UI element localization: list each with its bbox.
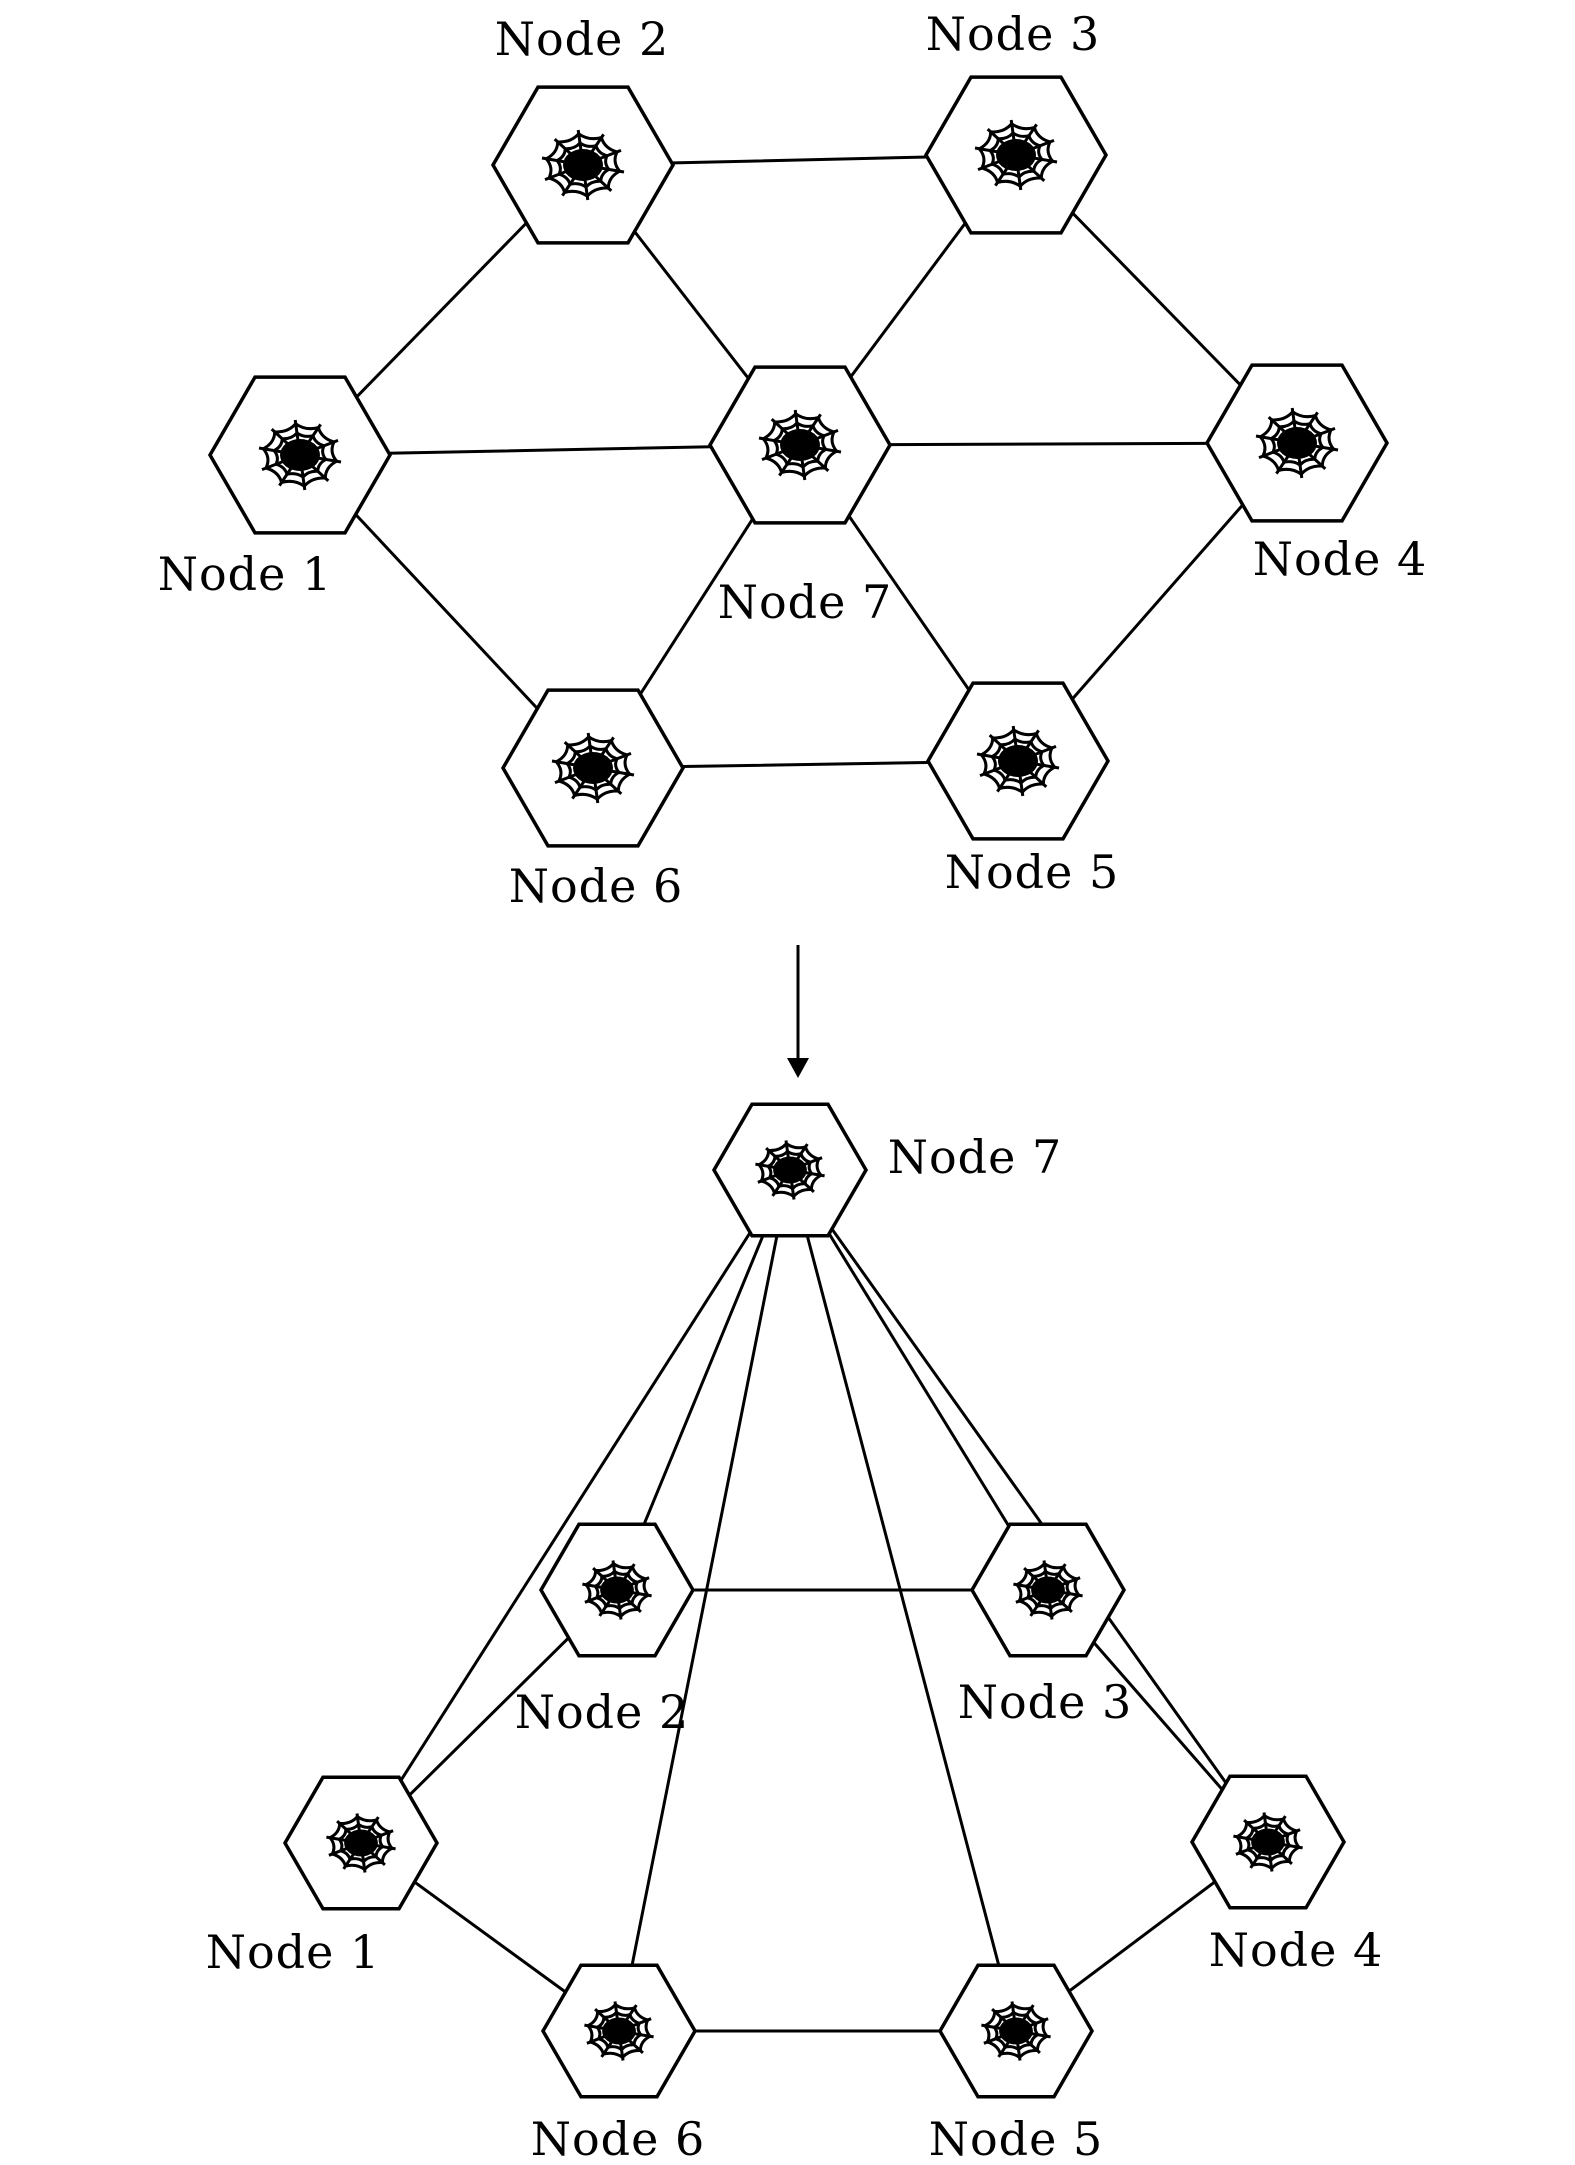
spider-web-icon [326,1813,396,1873]
bottom-node7: Node 7 [711,1102,1063,1238]
spider-web-icon [582,1560,652,1620]
bottom-node4: Node 4 [1189,1774,1384,1977]
spider-web-icon [584,2001,654,2061]
top-node4: Node 4 [1204,363,1428,586]
spider-web-icon [974,119,1058,191]
node-label: Node 6 [509,859,684,913]
top-node3: Node 3 [923,7,1109,235]
bottom-edge-node7-node6 [617,1168,792,2033]
spider-web-icon [755,1140,825,1200]
node-label: Node 6 [531,2112,706,2165]
top-node5: Node 5 [925,681,1120,899]
spider-web-icon [258,419,342,491]
spider-web-icon [1233,1812,1303,1872]
spider-web-icon [541,129,625,201]
node-label: Node 4 [1209,1923,1384,1977]
bottom-node1: Node 1 [206,1775,440,1979]
top-node7: Node 7 [707,365,893,629]
node-label: Node 7 [888,1130,1063,1184]
node-label: Node 3 [926,7,1101,61]
bottom-graph-edges [359,1168,1270,2033]
bottom-edge-node7-node4 [788,1168,1270,1844]
top-graph-nodes: Node 1 Node 2 Node 3 Node 4 Node 5 Node 6 Node… [158,7,1428,913]
spider-web-icon [1013,1560,1083,1620]
top-node6: Node 6 [500,688,686,913]
node-label: Node 4 [1253,532,1428,586]
bottom-node2: Node 2 [515,1522,696,1739]
bottom-edge-node7-node3 [788,1168,1050,1592]
bottom-edge-node7-node2 [615,1168,792,1592]
spider-web-icon [758,409,842,481]
spider-web-icon [1255,407,1339,479]
node-label: Node 1 [206,1925,381,1979]
bottom-edge-node7-node5 [788,1168,1018,2033]
node-label: Node 5 [945,845,1120,899]
node-label: Node 2 [495,12,670,66]
node-label: Node 7 [718,575,893,629]
node-label: Node 3 [958,1675,1133,1729]
bottom-node5: Node 5 [929,1963,1104,2165]
top-node1: Node 1 [158,375,393,601]
node-label: Node 5 [929,2112,1104,2165]
bottom-edge-node7-node1 [359,1168,792,1845]
node-label: Node 2 [515,1685,690,1739]
spider-web-icon [551,732,635,804]
spider-web-icon [976,725,1060,797]
top-node2: Node 2 [490,12,676,245]
bottom-node6: Node 6 [531,1963,706,2165]
down-arrow-icon [787,945,809,1078]
node-label: Node 1 [158,547,333,601]
bottom-graph-nodes: Node 1 Node 2 Node 3 Node 4 Node 5 Node 6 Node… [206,1102,1384,2165]
spider-web-icon [981,2001,1051,2061]
bottom-node3: Node 3 [958,1522,1133,1729]
